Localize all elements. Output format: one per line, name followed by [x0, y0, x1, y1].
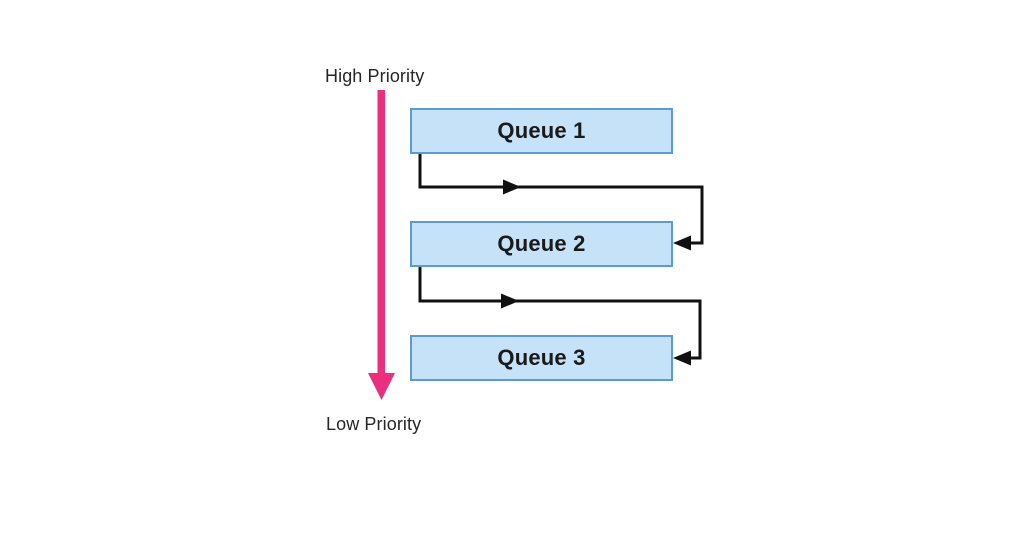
- connector-queue1-to-queue2-mid-arrowhead: [503, 179, 521, 195]
- priority-arrow: [368, 90, 395, 400]
- queue-box-1[interactable]: Queue 1: [410, 108, 673, 154]
- connector-queue1-to-queue2-path: [418, 152, 704, 245]
- high-priority-label: High Priority: [325, 66, 425, 86]
- queue-box-2[interactable]: Queue 2: [410, 221, 673, 267]
- queue-box-3-label: Queue 3: [497, 345, 586, 370]
- connector-queue2-to-queue3: [418, 266, 702, 366]
- connector-queue1-to-queue2: [418, 152, 704, 251]
- connector-queue2-to-queue3-arrowhead: [673, 350, 691, 366]
- low-priority-label: Low Priority: [326, 414, 422, 434]
- queue-box-3[interactable]: Queue 3: [410, 335, 673, 381]
- priority-arrow-shaft: [377, 90, 385, 378]
- queue-box-1-label: Queue 1: [497, 118, 586, 143]
- priority-arrow-head: [368, 373, 395, 400]
- queue-box-2-label: Queue 2: [497, 231, 586, 256]
- connector-queue1-to-queue2-arrowhead: [673, 235, 691, 251]
- connector-queue2-to-queue3-mid-arrowhead: [501, 293, 519, 309]
- connector-queue2-to-queue3-path: [418, 266, 702, 360]
